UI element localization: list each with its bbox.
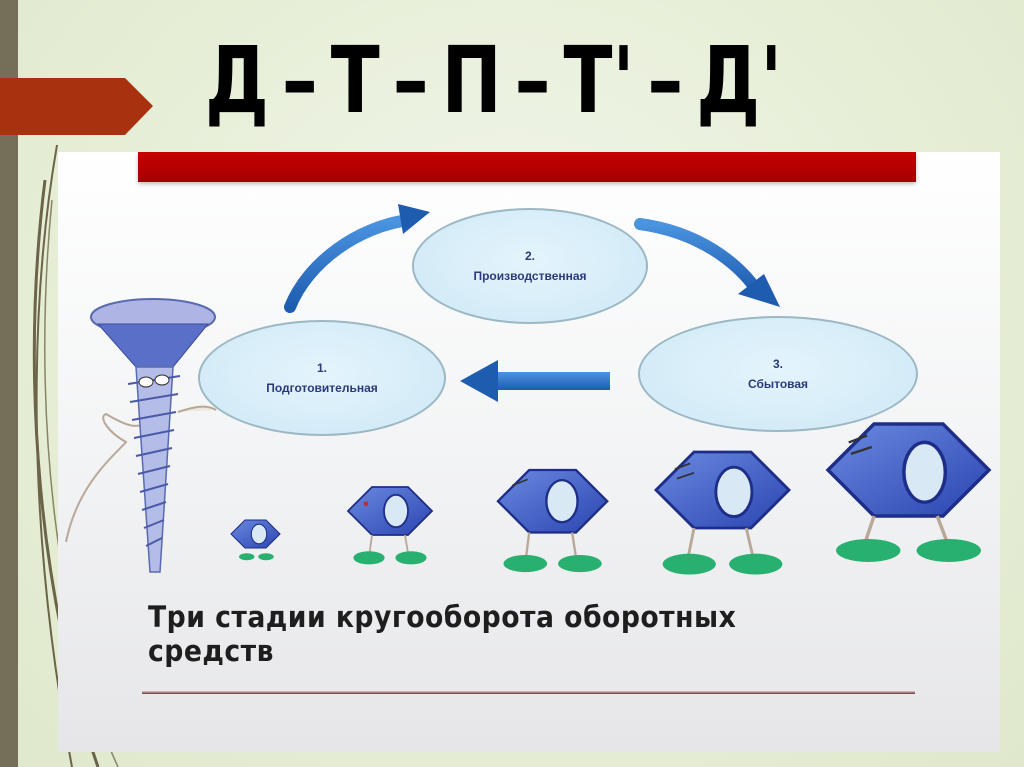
cycle-arrow-2-to-3-icon [634, 218, 780, 307]
stage-1-label: Подготовительная [266, 381, 378, 395]
screw-character-icon [65, 298, 217, 573]
stage-1-number: 1. [316, 361, 327, 375]
nut-character-4-icon [653, 450, 792, 575]
formula-heading: Д – Т – П – Т' – Д' [205, 27, 782, 134]
nut-character-2-icon [346, 486, 434, 565]
formula-term: Д' [696, 26, 783, 134]
nut-character-1-icon [230, 519, 281, 561]
cycle-arrow-1-to-2-icon [284, 204, 430, 313]
stage-2-production-ellipse: 2. Производственная [412, 208, 648, 324]
formula-dash: – [514, 26, 551, 134]
stage-3-label: Сбытовая [747, 377, 809, 391]
formula-term: Т' [563, 26, 635, 134]
formula-term: П [441, 26, 502, 134]
stage-3-sales-ellipse: 3. Сбытовая [638, 316, 918, 432]
left-accent-bar [0, 0, 18, 767]
formula-dash: – [647, 26, 684, 134]
arrow-tab-icon [0, 78, 153, 135]
diagram-graphics [65, 204, 992, 575]
caption-line-2: средств [148, 634, 274, 668]
nut-character-3-icon [496, 468, 609, 573]
stage-2-label: Производственная [473, 269, 587, 283]
formula-dash: – [281, 26, 318, 134]
red-header-band [138, 152, 916, 182]
caption-underline [142, 691, 915, 694]
formula-term: Т [330, 26, 380, 134]
stage-2-number: 2. [524, 249, 535, 263]
cycle-arrow-3-to-1-icon [460, 360, 610, 402]
nut-character-5-icon [825, 422, 992, 562]
caption-line-1: Три стадии кругооборота оборотных [148, 600, 737, 634]
cycle-diagram-image: 2. Производственная 1. Подготовительная … [58, 152, 1000, 752]
stage-3-number: 3. [772, 357, 783, 371]
stage-1-preparation-ellipse: 1. Подготовительная [198, 320, 446, 436]
formula-dash: – [392, 26, 429, 134]
formula-term: Д [205, 26, 269, 134]
diagram-caption: Три стадии кругооборота оборотных средст… [148, 600, 856, 668]
